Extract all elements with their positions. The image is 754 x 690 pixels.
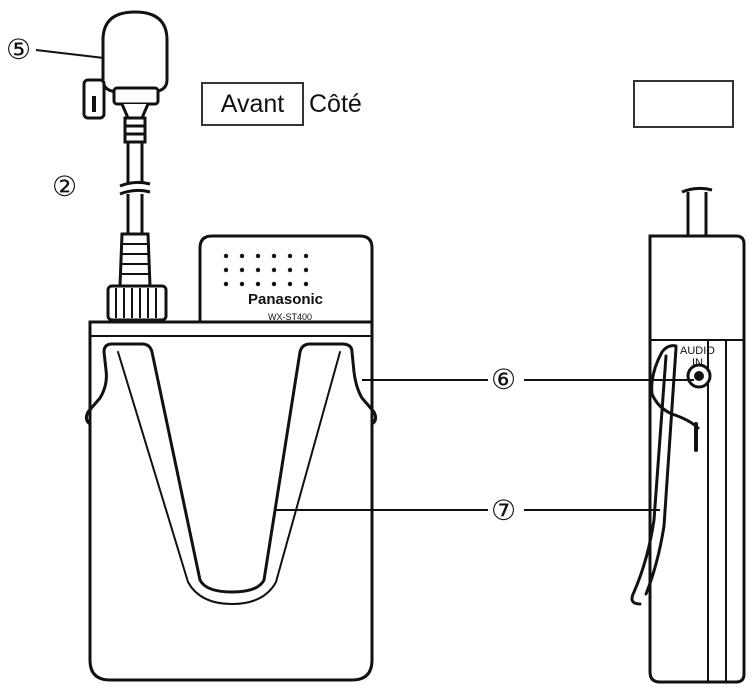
mic-plug-nut (106, 284, 168, 322)
belt-clip-front (84, 342, 378, 605)
audio-jack-label-line2: IN (692, 357, 703, 369)
view-label-side: Côté (309, 90, 362, 118)
transmitter-body-outline (88, 320, 374, 682)
callout-7: ⑦ (491, 494, 517, 527)
transmitter-top-section (198, 234, 374, 322)
belt-clip-side (630, 344, 700, 606)
callout-6: ⑥ (491, 363, 517, 396)
leader-lines (35, 49, 694, 511)
empty-label-box (633, 80, 734, 128)
mic-capsule (101, 10, 169, 94)
lavalier-microphone (82, 10, 169, 144)
speaker-grille (223, 253, 309, 287)
callout-2: ② (52, 170, 78, 203)
view-label-front: Avant (201, 82, 304, 126)
model-number-text: WX-ST400 (268, 312, 312, 322)
mic-connector (106, 232, 168, 322)
brand-logo-text: Panasonic (248, 291, 323, 308)
callout-5: ⑤ (6, 33, 32, 66)
transmitter-side (648, 186, 746, 684)
view-label-front-text: Avant (220, 90, 285, 118)
audio-jack-label-line1: AUDIO (680, 345, 715, 357)
leader-line-5 (35, 49, 105, 59)
side-body-outline (648, 234, 746, 684)
mic-cable (119, 142, 151, 234)
audio-in-jack (686, 363, 712, 389)
